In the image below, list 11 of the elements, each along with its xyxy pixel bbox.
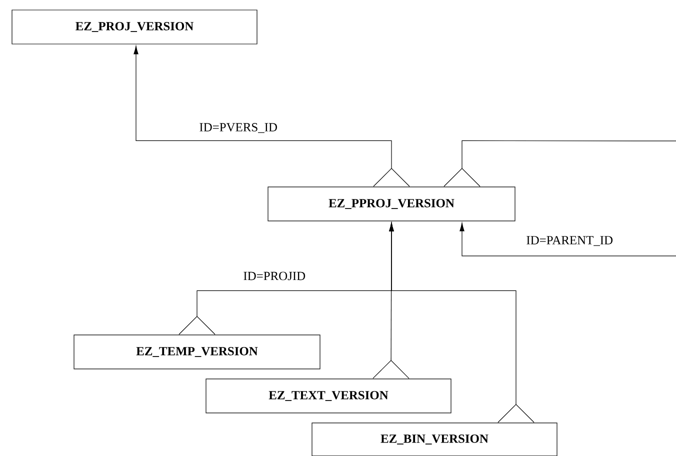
relationship-line: [134, 46, 410, 187]
edge-label: ID=PVERS_ID: [198, 122, 278, 134]
relationship-line: [444, 140, 676, 256]
edge-label: ID=PROJID: [242, 270, 307, 282]
entity-box: EZ_PPROJ_VERSION: [268, 186, 516, 222]
entity-box: EZ_TEXT_VERSION: [206, 378, 452, 414]
entity-box: EZ_PROJ_VERSION: [12, 10, 258, 44]
edge-label: ID=PARENT_ID: [525, 235, 614, 247]
relationship-line: [389, 222, 534, 423]
entity-box: EZ_BIN_VERSION: [312, 422, 558, 456]
entity-box: EZ_TEMP_VERSION: [74, 334, 320, 370]
